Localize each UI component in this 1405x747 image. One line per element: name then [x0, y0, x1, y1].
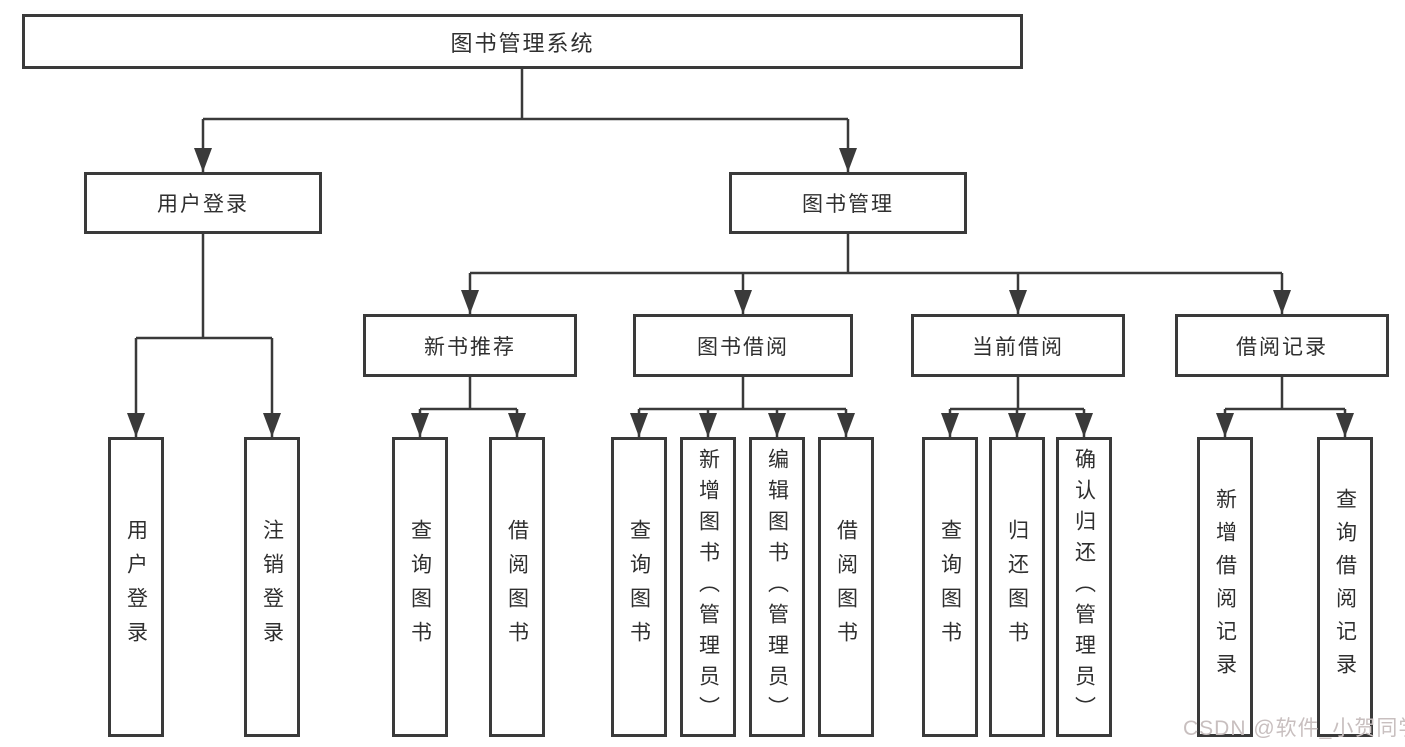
- node-label: 查询借阅记录: [1333, 488, 1357, 686]
- csdn-watermark: CSDN @软件_小贺同学: [1183, 717, 1405, 740]
- node-book-borrow: 图书借阅: [633, 314, 853, 377]
- node-borrow-records: 借阅记录: [1175, 314, 1389, 377]
- node-new-book-recommend: 新书推荐: [363, 314, 577, 377]
- leaf-current-confirm-return-admin: 确认归还（管理员）: [1056, 437, 1112, 737]
- leaf-newbook-query-books: 查询图书: [392, 437, 448, 737]
- leaf-borrow-add-books-admin: 新增图书（管理员）: [680, 437, 736, 737]
- node-label: 新增图书（管理员）: [696, 447, 720, 727]
- node-label: 用户登录: [124, 519, 148, 655]
- node-root-library-system: 图书管理系统: [22, 14, 1023, 69]
- node-label: 借阅图书: [505, 519, 529, 655]
- node-label: 查询图书: [408, 519, 432, 655]
- node-label: 查询图书: [627, 519, 651, 655]
- node-user-login: 用户登录: [84, 172, 322, 234]
- node-label: 借阅记录: [1236, 335, 1328, 359]
- leaf-borrow-borrow-books: 借阅图书: [818, 437, 874, 737]
- node-label: 新书推荐: [424, 335, 516, 359]
- node-label: 确认归还（管理员）: [1072, 447, 1096, 727]
- node-label: 归还图书: [1005, 519, 1029, 655]
- node-current-borrow: 当前借阅: [911, 314, 1125, 377]
- node-label: 用户登录: [157, 193, 249, 216]
- leaf-records-add: 新增借阅记录: [1197, 437, 1253, 737]
- leaf-current-return-books: 归还图书: [989, 437, 1045, 737]
- leaf-user-login: 用户登录: [108, 437, 164, 737]
- node-label: 编辑图书（管理员）: [765, 447, 789, 727]
- node-label: 注销登录: [260, 519, 284, 655]
- leaf-borrow-query-books: 查询图书: [611, 437, 667, 737]
- node-label: 图书借阅: [697, 335, 789, 359]
- node-label: 图书管理: [802, 193, 894, 216]
- node-label: 图书管理系统: [450, 30, 595, 56]
- leaf-newbook-borrow-books: 借阅图书: [489, 437, 545, 737]
- leaf-current-query-books: 查询图书: [922, 437, 978, 737]
- node-label: 新增借阅记录: [1213, 488, 1237, 686]
- node-label: 查询图书: [938, 519, 962, 655]
- node-label: 借阅图书: [834, 519, 858, 655]
- leaf-borrow-edit-books-admin: 编辑图书（管理员）: [749, 437, 805, 737]
- node-label: 当前借阅: [972, 335, 1064, 359]
- leaf-records-query: 查询借阅记录: [1317, 437, 1373, 737]
- node-book-management: 图书管理: [729, 172, 967, 234]
- leaf-logout: 注销登录: [244, 437, 300, 737]
